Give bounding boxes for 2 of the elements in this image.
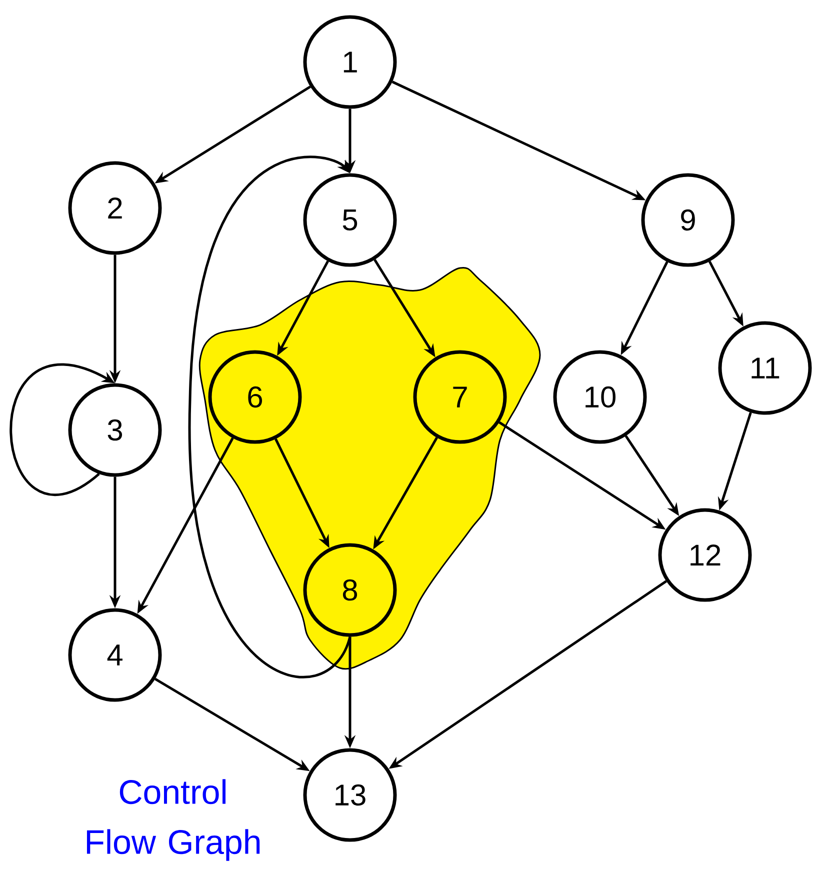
caption: Control Flow Graph — [86, 779, 260, 861]
arrow — [188, 156, 352, 678]
